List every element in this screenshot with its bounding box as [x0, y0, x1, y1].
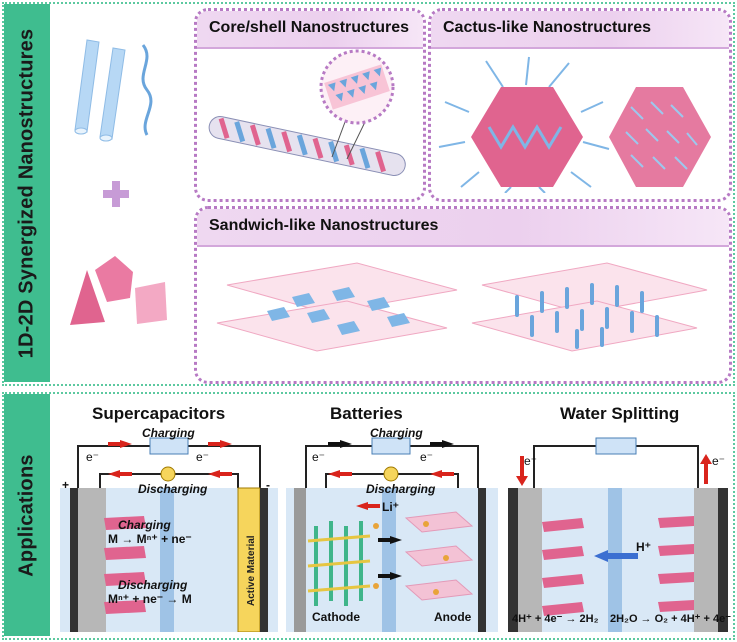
nanotube-icon: [74, 39, 126, 142]
building-blocks-illustration: [70, 39, 167, 325]
water-splitting-title: Water Splitting: [560, 404, 680, 423]
top-section-label: 1D-2D Synergized Nanostructures: [15, 28, 38, 358]
sandwich-header: Sandwich-like Nanostructures: [197, 209, 729, 247]
cactus-hexagon-decorated: [609, 87, 711, 187]
sc-electron-left: e⁻: [86, 450, 100, 464]
sc-minus-sign: -: [266, 478, 270, 492]
sandwich-panel: Sandwich-like Nanostructures: [194, 206, 732, 384]
core-shell-header: Core/shell Nanostructures: [197, 11, 423, 49]
supercapacitors-title: Supercapacitors: [92, 404, 226, 423]
wavy-sheet-icon: [135, 282, 167, 324]
battery-diagram: [286, 437, 498, 632]
applications-label: Applications: [15, 453, 38, 577]
water-splitting-diagram: [508, 437, 728, 632]
bat-li-ion: Li⁺: [382, 500, 399, 514]
core-shell-illustration: [208, 49, 406, 177]
active-material-label: Active Material: [246, 535, 257, 606]
sc-charging-top: Charging: [142, 426, 195, 440]
cactus-header: Cactus-like Nanostructures: [431, 11, 729, 49]
ws-electron-left: e⁻: [524, 454, 538, 468]
supercapacitor-diagram: Active Material: [60, 437, 278, 632]
plus-icon: [103, 181, 129, 207]
ws-her-equation: 4H⁺ + 4e⁻ → 2H₂: [512, 613, 599, 625]
batteries-title: Batteries: [330, 404, 403, 423]
battery-icon: [371, 437, 411, 455]
cactus-illustration: [438, 56, 711, 193]
core-shell-title: Core/shell Nanostructures: [209, 19, 410, 36]
applications-sidebar: Applications: [4, 394, 50, 636]
cactus-hexagon-plain: [471, 87, 583, 187]
bat-electron-right: e⁻: [420, 450, 434, 464]
sc-electron-right: e⁻: [196, 450, 210, 464]
ws-proton-label: H⁺: [636, 540, 651, 554]
battery-icon: [149, 437, 189, 455]
cactus-panel: Cactus-like Nanostructures: [428, 8, 732, 202]
sc-eq-charging-label: Charging: [118, 518, 171, 532]
ws-oer-equation: 2H₂O → O₂ + 4H⁺ + 4e⁻: [610, 613, 732, 625]
core-shell-panel: Core/shell Nanostructures: [194, 8, 426, 202]
ws-electron-right: e⁻: [712, 454, 726, 468]
sc-eq-discharging-label: Discharging: [118, 578, 188, 592]
bulb-icon: [383, 466, 399, 482]
cactus-title: Cactus-like Nanostructures: [443, 19, 652, 36]
top-section-frame: [2, 2, 735, 386]
sc-plus-sign: +: [62, 478, 70, 492]
bat-anode-label: Anode: [434, 610, 472, 624]
sc-discharging-top: Discharging: [138, 482, 208, 496]
sc-eq-charging: M → Mⁿ⁺ + ne⁻: [108, 532, 192, 546]
polygon-sheet-icon: [95, 256, 133, 302]
top-section-sidebar: 1D-2D Synergized Nanostructures: [4, 4, 50, 382]
bat-charging-top: Charging: [370, 426, 423, 440]
sandwich-illustration: [216, 262, 708, 352]
sc-eq-discharging: Mⁿ⁺ + ne⁻ → M: [108, 592, 192, 606]
applications-section-frame: [2, 392, 735, 640]
bat-electron-left: e⁻: [312, 450, 326, 464]
bat-discharging-top: Discharging: [366, 482, 436, 496]
triangle-sheet-icon: [70, 270, 105, 325]
bat-cathode-label: Cathode: [312, 610, 360, 624]
sandwich-title: Sandwich-like Nanostructures: [209, 217, 439, 234]
battery-icon: [595, 437, 637, 455]
nanowire-icon: [141, 44, 153, 136]
bulb-icon: [160, 466, 176, 482]
